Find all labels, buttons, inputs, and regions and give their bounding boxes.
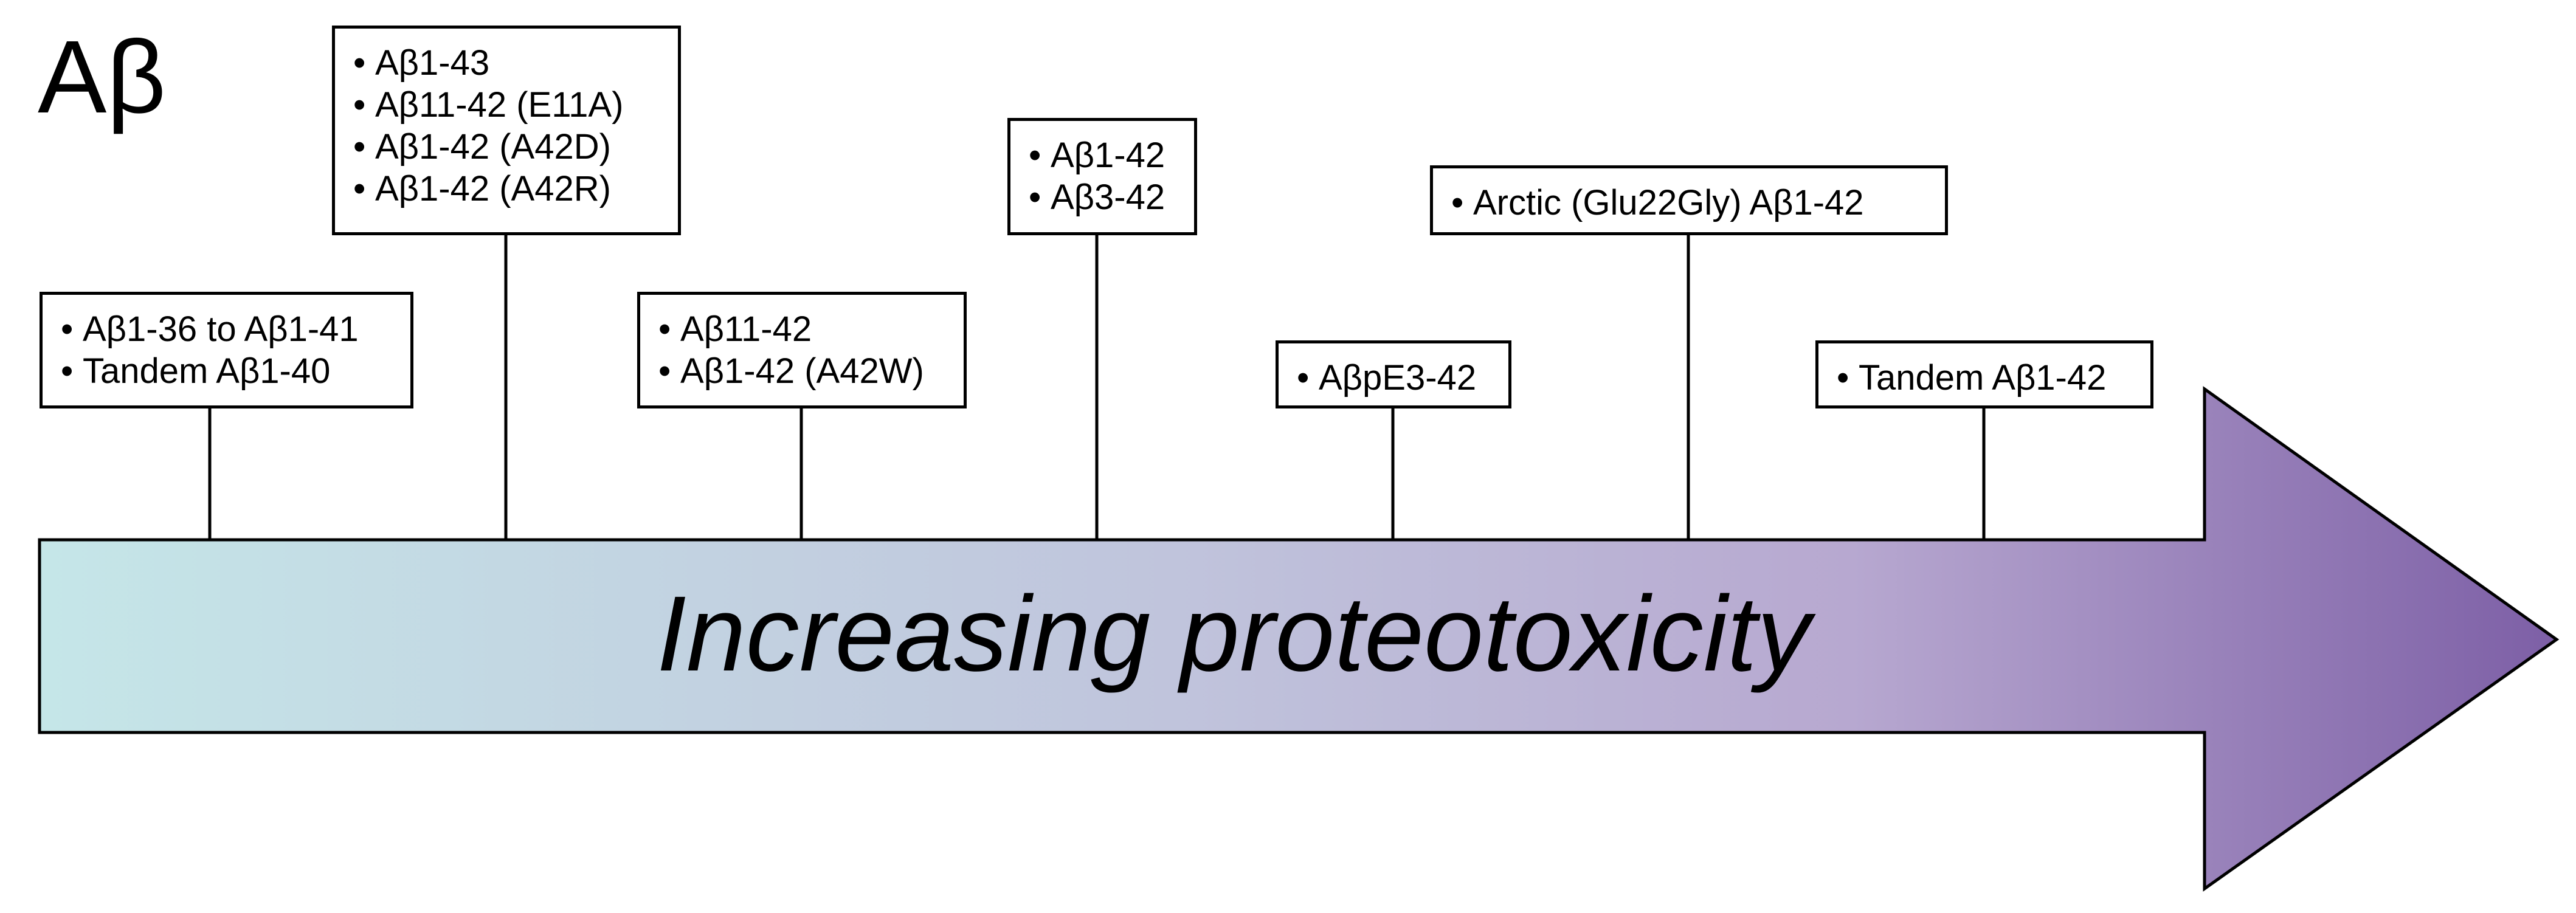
variant-item: Aβ1-42 [1029,134,1176,176]
variant-item: Tandem Aβ1-40 [61,350,392,392]
variant-item: Aβ1-42 (A42R) [353,168,660,210]
diagram-title: Aβ [38,19,167,135]
variant-box-6: Arctic (Glu22Gly) Aβ1-42 [1430,165,1948,235]
proteotoxicity-arrow [38,386,2560,892]
variant-item: Arctic (Glu22Gly) Aβ1-42 [1451,182,1927,224]
variant-item: Aβ1-43 [353,42,660,84]
variant-item: Tandem Aβ1-42 [1837,357,2132,399]
variant-item: Aβ1-42 (A42D) [353,126,660,168]
variant-box-4: Aβ1-42 Aβ3-42 [1007,118,1197,235]
variant-item: Aβ11-42 [658,308,945,350]
variant-box-1: Aβ1-36 to Aβ1-41 Tandem Aβ1-40 [40,292,413,408]
variant-box-5: AβpE3-42 [1276,340,1511,408]
arrow-label: Increasing proteotoxicity [657,574,1811,694]
variant-item: AβpE3-42 [1297,357,1490,399]
variant-box-2: Aβ1-43 Aβ11-42 (E11A) Aβ1-42 (A42D) Aβ1-… [332,26,681,235]
variant-box-7: Tandem Aβ1-42 [1815,340,2153,408]
variant-item: Aβ11-42 (E11A) [353,84,660,126]
variant-box-3: Aβ11-42 Aβ1-42 (A42W) [637,292,967,408]
variant-item: Aβ1-36 to Aβ1-41 [61,308,392,350]
variant-item: Aβ1-42 (A42W) [658,350,945,392]
variant-item: Aβ3-42 [1029,176,1176,218]
